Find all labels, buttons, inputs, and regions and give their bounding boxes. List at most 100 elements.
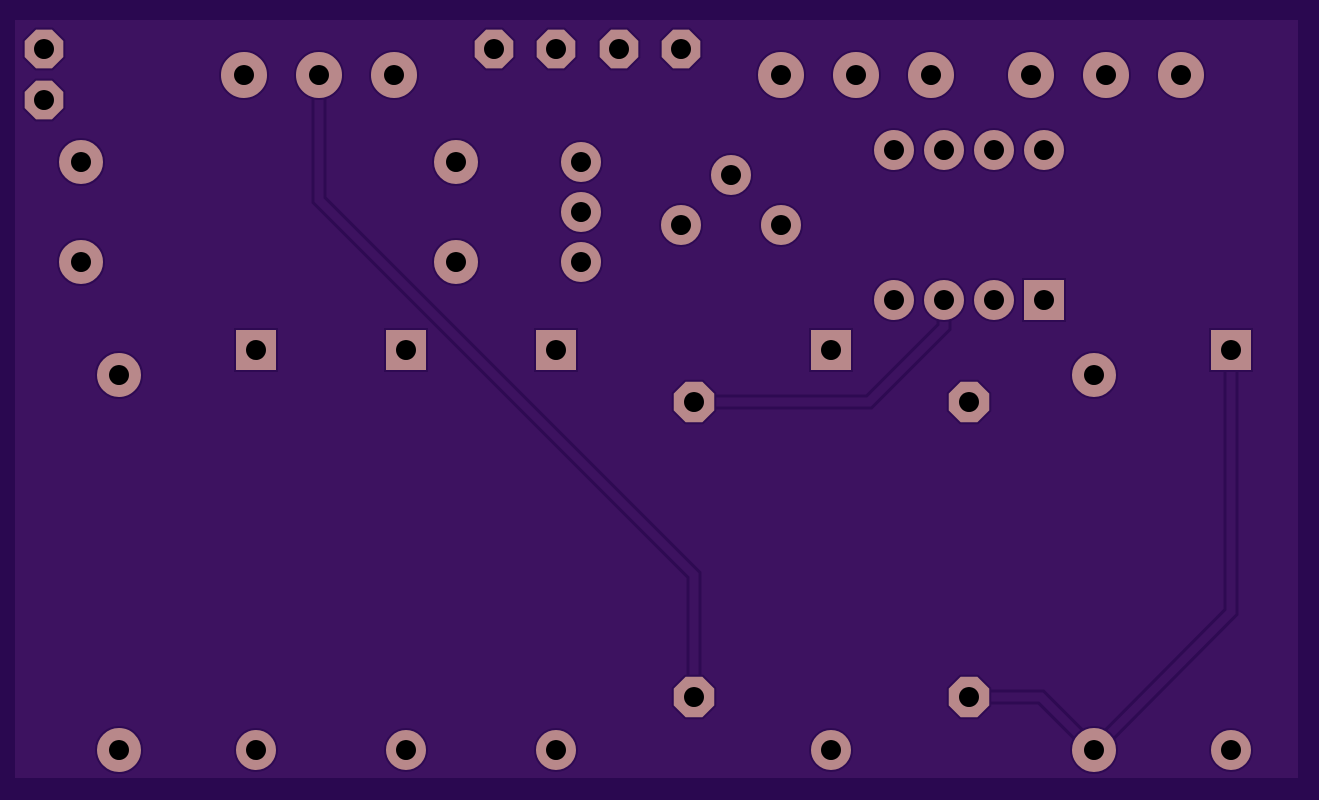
pcb-pad (559, 140, 603, 184)
drill-hole (1084, 365, 1104, 385)
pcb-pad (95, 726, 143, 774)
drill-hole (846, 65, 866, 85)
pcb-pad (831, 50, 881, 100)
drill-hole (684, 687, 704, 707)
drill-hole (484, 39, 504, 59)
drill-hole (771, 215, 791, 235)
drill-hole (984, 140, 1004, 160)
pcb-pad (946, 379, 992, 425)
drill-hole (684, 392, 704, 412)
pad-layer (22, 27, 1253, 774)
drill-hole (1096, 65, 1116, 85)
drill-hole (246, 740, 266, 760)
drill-hole (446, 252, 466, 272)
drill-hole (1084, 740, 1104, 760)
pcb-pad (559, 240, 603, 284)
pcb-pad (972, 128, 1016, 172)
pcb-pad (906, 50, 956, 100)
pcb-pad (756, 50, 806, 100)
pcb-pad (22, 27, 66, 71)
drill-hole (384, 65, 404, 85)
drill-hole (821, 340, 841, 360)
pcb-pad (1022, 128, 1066, 172)
pcb-pad (57, 238, 105, 286)
drill-hole (984, 290, 1004, 310)
pcb-pad (1006, 50, 1056, 100)
drill-hole (1034, 140, 1054, 160)
drill-hole (609, 39, 629, 59)
pcb-pad (1081, 50, 1131, 100)
board-substrate (15, 20, 1298, 778)
pcb-pad (234, 328, 278, 372)
pcb-pad (709, 153, 753, 197)
pcb-pad (534, 728, 578, 772)
drill-hole (571, 252, 591, 272)
drill-hole (546, 39, 566, 59)
pcb-pad (294, 50, 344, 100)
pcb-pad (22, 78, 66, 122)
drill-hole (721, 165, 741, 185)
drill-hole (671, 215, 691, 235)
pcb-pad (759, 203, 803, 247)
pcb-pad (432, 238, 480, 286)
pcb-pad (57, 138, 105, 186)
drill-hole (571, 152, 591, 172)
pcb-pad (1070, 351, 1118, 399)
drill-hole (671, 39, 691, 59)
drill-hole (246, 340, 266, 360)
drill-hole (1171, 65, 1191, 85)
drill-hole (396, 340, 416, 360)
drill-hole (234, 65, 254, 85)
drill-hole (884, 140, 904, 160)
pcb-pad (369, 50, 419, 100)
pcb-pad (671, 674, 717, 720)
drill-hole (109, 740, 129, 760)
pcb-pad (432, 138, 480, 186)
pad-copper (809, 328, 853, 372)
pcb-pad (384, 328, 428, 372)
pcb-pad (1209, 728, 1253, 772)
pcb-pad (472, 27, 516, 71)
drill-hole (921, 65, 941, 85)
drill-hole (1021, 65, 1041, 85)
drill-hole (884, 290, 904, 310)
pcb-pad (534, 27, 578, 71)
drill-hole (71, 252, 91, 272)
drill-hole (446, 152, 466, 172)
drill-hole (1221, 340, 1241, 360)
pcb-pad (559, 190, 603, 234)
pcb-pad (95, 351, 143, 399)
drill-hole (34, 90, 54, 110)
pcb-pad (1209, 328, 1253, 372)
pcb-pad (922, 128, 966, 172)
drill-hole (396, 740, 416, 760)
drill-hole (571, 202, 591, 222)
pcb-pad (659, 27, 703, 71)
copper-trace-fill (1089, 345, 1236, 755)
pcb-pad (946, 674, 992, 720)
drill-hole (109, 365, 129, 385)
drill-hole (821, 740, 841, 760)
drill-hole (71, 152, 91, 172)
drill-hole (959, 687, 979, 707)
pcb-pad (671, 379, 717, 425)
drill-hole (771, 65, 791, 85)
pcb-pad (1070, 726, 1118, 774)
copper-trace-fill (314, 70, 699, 702)
pcb-pad (384, 728, 428, 772)
drill-hole (546, 740, 566, 760)
drill-hole (934, 140, 954, 160)
pcb-pad (1022, 278, 1066, 322)
pcb-pad (234, 728, 278, 772)
drill-hole (34, 39, 54, 59)
drill-hole (1221, 740, 1241, 760)
drill-hole (934, 290, 954, 310)
drill-hole (959, 392, 979, 412)
pcb-pad (534, 328, 578, 372)
pcb-pad (1156, 50, 1206, 100)
trace-layer (311, 67, 1239, 758)
pcb-pad (597, 27, 641, 71)
pcb-pad (872, 278, 916, 322)
pcb-pad (809, 728, 853, 772)
